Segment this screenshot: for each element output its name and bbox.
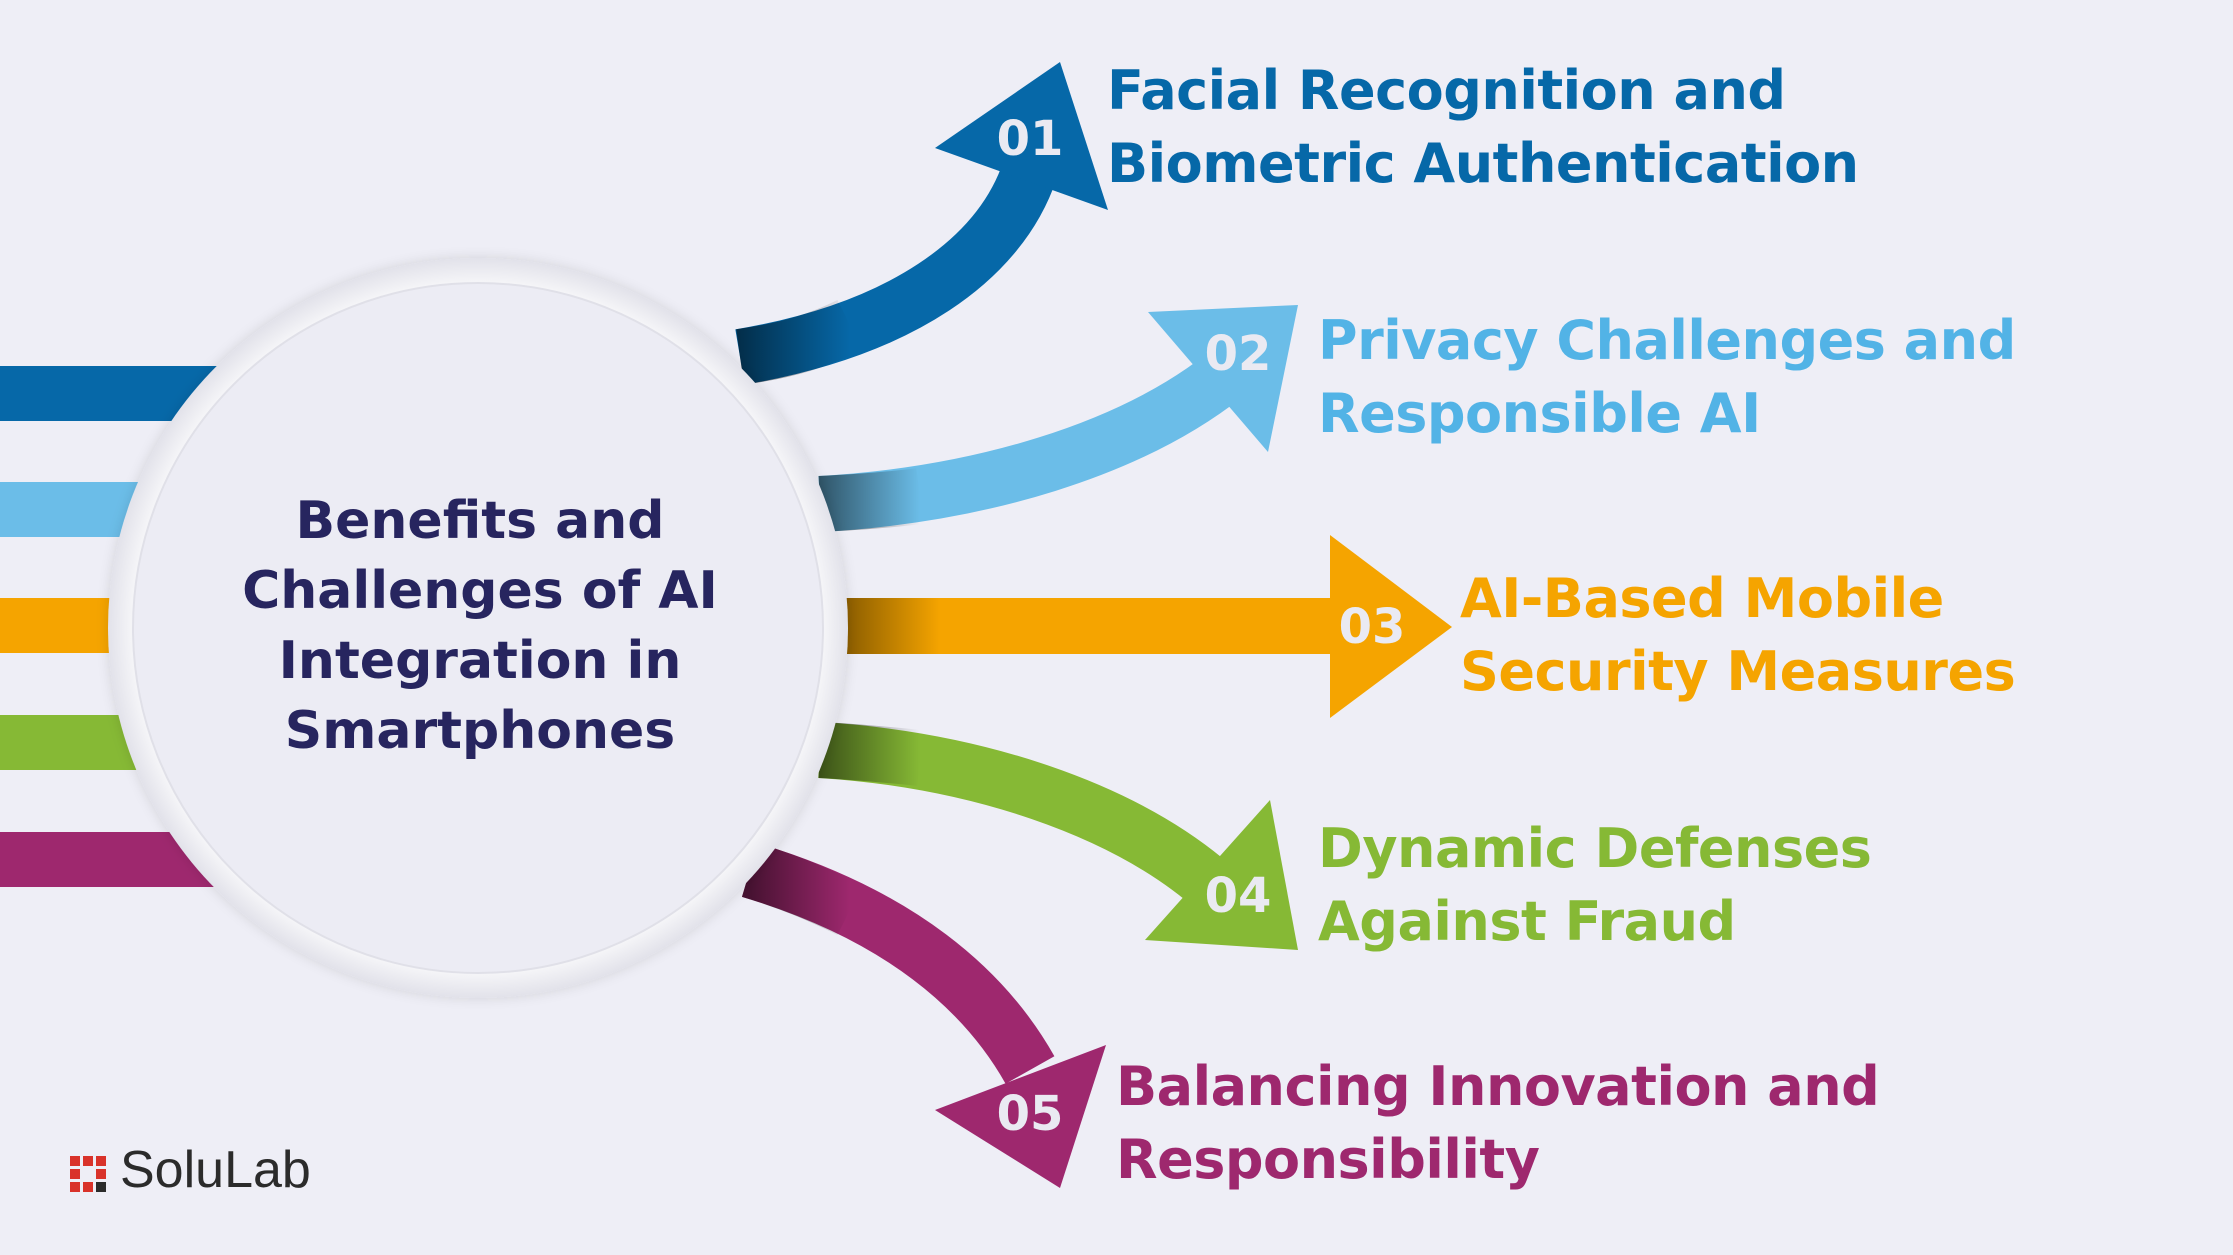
arrow-01 — [735, 62, 1108, 385]
item-04-line-1: Dynamic Defenses — [1318, 817, 1872, 880]
logo-icon-spacer — [68, 1150, 108, 1190]
center-title: Benefits and Challenges of AI Integratio… — [180, 486, 780, 766]
item-02-line-1: Privacy Challenges and — [1318, 309, 2016, 372]
solulab-logo-icon — [70, 1156, 106, 1192]
item-title-05: Balancing Innovation and Responsibility — [1116, 1050, 1880, 1196]
item-02-line-2: Responsible AI — [1318, 382, 1761, 445]
item-05-line-2: Responsibility — [1116, 1128, 1540, 1191]
item-05-line-1: Balancing Innovation and — [1116, 1055, 1880, 1118]
item-01-line-1: Facial Recognition and — [1107, 59, 1786, 122]
center-title-line-3: Integration in — [278, 631, 682, 691]
logo-text: SoluLab — [120, 1141, 311, 1199]
item-title-03: AI-Based Mobile Security Measures — [1460, 562, 2016, 708]
number-02: 02 — [1205, 326, 1272, 382]
item-title-01: Facial Recognition and Biometric Authent… — [1107, 54, 1859, 200]
center-title-line-2: Challenges of AI — [242, 561, 718, 621]
arrow-02 — [818, 305, 1298, 532]
item-03-line-1: AI-Based Mobile — [1460, 567, 1944, 630]
arrows — [735, 62, 1452, 1188]
arrow-04 — [818, 722, 1298, 950]
arrow-05 — [741, 843, 1106, 1188]
solulab-logo: SoluLab — [68, 1140, 311, 1200]
item-01-line-2: Biometric Authentication — [1107, 132, 1859, 195]
number-03: 03 — [1339, 599, 1406, 655]
item-title-02: Privacy Challenges and Responsible AI — [1318, 304, 2016, 450]
item-04-line-2: Against Fraud — [1318, 890, 1736, 953]
center-title-line-1: Benefits and — [295, 491, 665, 551]
number-01: 01 — [997, 111, 1064, 167]
number-04: 04 — [1205, 868, 1272, 924]
arrow-numbers: 01 02 03 04 05 — [997, 111, 1406, 1142]
item-title-04: Dynamic Defenses Against Fraud — [1318, 812, 1872, 958]
center-title-line-4: Smartphones — [284, 701, 676, 761]
center-circle — [108, 258, 848, 998]
item-03-line-2: Security Measures — [1460, 640, 2016, 703]
number-05: 05 — [997, 1086, 1064, 1142]
